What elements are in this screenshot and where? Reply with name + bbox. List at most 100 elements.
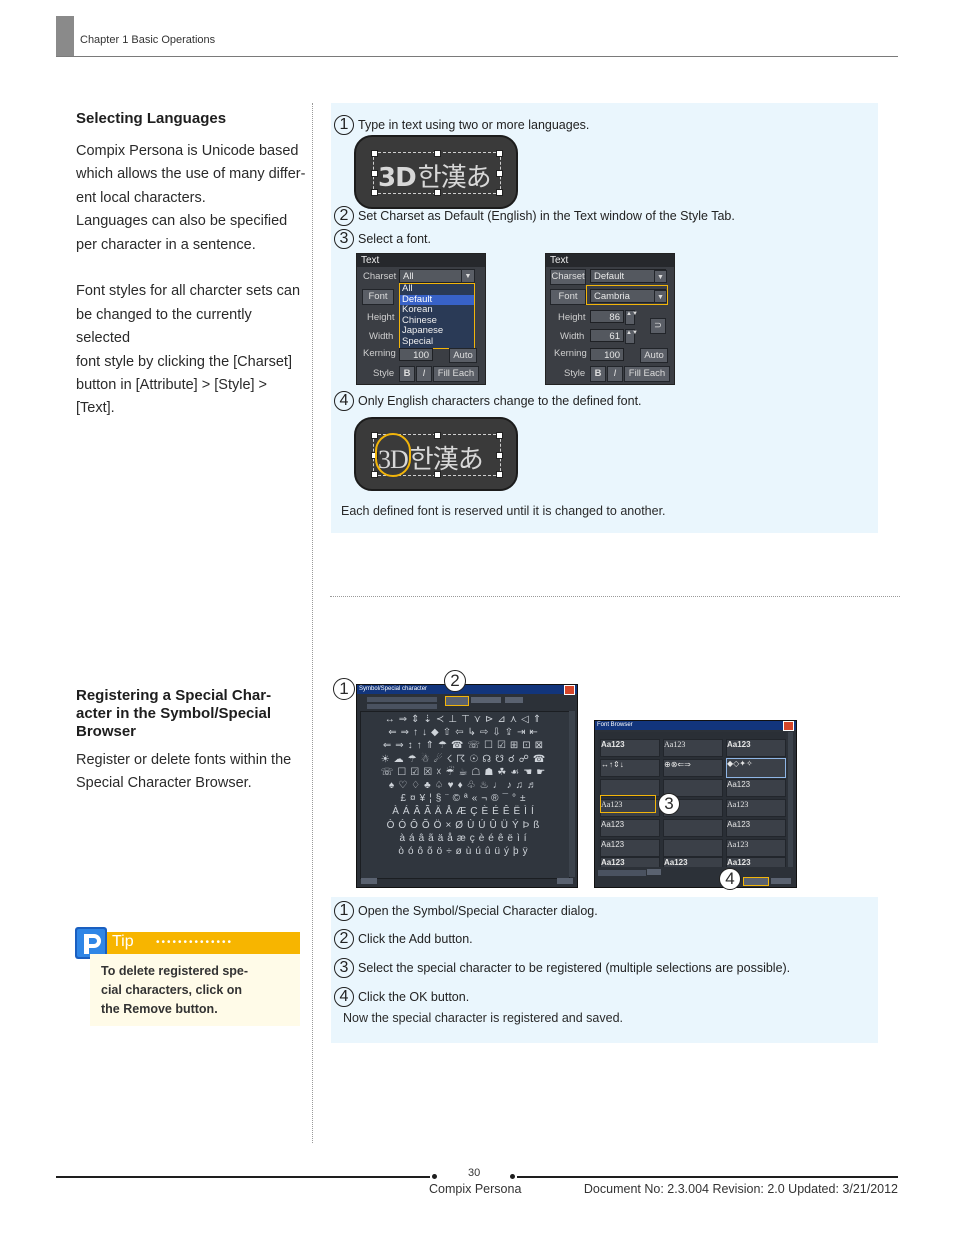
body-line: button in [Attribute] > [Style] > [Text]… [76, 377, 268, 417]
selection-handle [371, 471, 378, 478]
font-button[interactable]: Font [362, 289, 394, 305]
chevron-down-icon[interactable]: ▼ [654, 270, 667, 283]
symbol-row[interactable]: ÀÁÂÃÄÅÆÇÈÉÊËÌÍ [392, 806, 538, 818]
font-cell[interactable] [663, 819, 723, 837]
selection-handle [371, 452, 378, 459]
auto-button[interactable]: Auto [449, 348, 477, 363]
font-browser-scrollbar[interactable] [788, 732, 793, 867]
fill-each-button[interactable]: Fill Each [624, 366, 670, 382]
link-icon[interactable]: ⊃ [650, 318, 666, 334]
fill-each-button[interactable]: Fill Each [433, 366, 479, 382]
font-cell[interactable]: Aa123 [663, 857, 723, 867]
font-cell[interactable]: Aa123 [726, 819, 786, 837]
font-cell[interactable] [600, 779, 660, 797]
width-input[interactable]: 61 [590, 329, 624, 342]
kerning-input[interactable]: 100 [399, 348, 433, 361]
section-title-special: Registering a Special Char- acter in the… [76, 687, 296, 741]
sample-text: 3D한漢あ [378, 157, 492, 194]
dropdown-option[interactable]: Special [402, 335, 434, 347]
symbol-row[interactable]: ↔⇒⇕⇣≺⊥⊤⋎⊳⊿⋏◁⇑ [384, 714, 546, 725]
auto-button[interactable]: Auto [640, 348, 668, 363]
kerning-input[interactable]: 100 [590, 348, 624, 361]
font-cell[interactable]: Aa123 [600, 739, 660, 757]
bold-button[interactable]: B [399, 366, 415, 382]
footer-button[interactable] [361, 878, 377, 884]
font-cell[interactable]: ⊕⊗⇐⇒ [663, 759, 723, 777]
dropdown-option[interactable]: Chinese [402, 314, 437, 326]
font-cell[interactable] [663, 839, 723, 857]
font-cell[interactable]: Aa123 [726, 857, 786, 867]
callout-1: 1 [333, 678, 355, 700]
cancel-button[interactable] [771, 878, 791, 884]
tip-line: the Remove button. [101, 1002, 218, 1016]
width-stepper[interactable]: ▲▼ [625, 329, 638, 344]
close-icon[interactable] [783, 721, 794, 731]
category-field[interactable] [367, 704, 437, 709]
symbol-row[interactable]: £¤¥¦§¨©ª«¬®¯°± [400, 793, 530, 805]
font-browser-button[interactable] [647, 869, 661, 875]
chevron-down-icon[interactable]: ▼ [654, 290, 667, 303]
font-cell[interactable]: Aa123 [726, 779, 786, 797]
special-steps-panel [331, 897, 878, 1043]
symbol-row[interactable]: ⇐⇒↕↑⇑☂☎☏☐☑⊞⊡⊠ [382, 740, 548, 752]
selection-handle [434, 150, 441, 157]
step-text: Type in text using two or more languages… [358, 118, 590, 132]
font-browser-field[interactable] [598, 870, 646, 876]
step-1: 1 Open the Symbol/Special Character dial… [334, 901, 598, 921]
bold-button[interactable]: B [590, 366, 606, 382]
charset-dropdown-list[interactable]: All Default Korean Chinese Japanese Spec… [399, 283, 475, 349]
sub-field[interactable] [367, 697, 437, 702]
font-cell[interactable]: Aa123 [600, 857, 660, 867]
italic-button[interactable]: I [416, 366, 432, 382]
height-stepper[interactable]: ▲▼ [625, 310, 638, 325]
italic-button[interactable]: I [607, 366, 623, 382]
selected-character-highlight [600, 795, 656, 813]
symbol-grid-glyphs[interactable]: ↔⇒⇕⇣≺⊥⊤⋎⊳⊿⋏◁⇑ ⇐⇒↑↓◆⇧⇦↳⇨⇩⇪⇥⇤ ⇐⇒↕↑⇑☂☎☏☐☑⊞⊡… [361, 712, 569, 858]
font-cell[interactable]: Aa123 [726, 739, 786, 757]
font-cell[interactable]: Aa123 [726, 839, 786, 857]
symbol-row[interactable]: ♠♡♢♣♤♥♦♧♨♩♪♫♬ [388, 780, 542, 792]
remove-button[interactable] [471, 697, 501, 703]
font-cell-selected[interactable]: ◆◇✦✧ [726, 758, 786, 778]
charset-button[interactable]: Charset [550, 269, 586, 285]
symbol-row[interactable]: ÒÓÔÕÖ×ØÙÚÛÜÝÞß [386, 819, 544, 831]
font-cell[interactable]: Aa123 [600, 819, 660, 837]
step-text: Select the special character to be regis… [358, 961, 791, 975]
chevron-down-icon[interactable]: ▼ [461, 269, 475, 283]
selection-handle [496, 150, 503, 157]
symbol-row[interactable]: àáâãäåæçèéêëìí [399, 832, 531, 844]
footer-dot [432, 1174, 437, 1179]
step-2: 2 Set Charset as Default (English) in th… [334, 206, 735, 226]
body-line: Special Character Browser. [76, 775, 252, 792]
selection-handle [371, 150, 378, 157]
dropdown-option-selected[interactable]: Default [400, 294, 474, 305]
add-button[interactable] [445, 696, 469, 706]
dropdown-option[interactable]: Japanese [402, 325, 444, 336]
height-label: Height [558, 312, 586, 323]
symbol-row[interactable]: ☀☁☂☃☄☇☈☉☊☋☌☍☎ [380, 753, 550, 765]
ok-button[interactable] [557, 878, 573, 884]
dropdown-option[interactable]: All [402, 283, 413, 294]
register-ok-button[interactable] [743, 877, 769, 886]
symbol-row[interactable]: ☏☐☑☒☓☔☕☖☗☘☙☚☛ [380, 766, 550, 778]
symbol-row[interactable]: ⇐⇒↑↓◆⇧⇦↳⇨⇩⇪⇥⇤ [388, 727, 542, 739]
kerning-label: Kerning [363, 348, 396, 359]
font-select[interactable]: Cambria [590, 289, 666, 303]
font-cell[interactable]: Aa123 [726, 799, 786, 817]
toolbar-button[interactable] [505, 697, 523, 703]
font-button[interactable]: Font [550, 289, 586, 305]
height-input[interactable]: 86 [590, 310, 624, 323]
font-sample: Aa123 [727, 840, 749, 849]
body-line: Compix Persona is Unicode based [76, 143, 299, 159]
dropdown-option[interactable]: Korean [402, 304, 433, 315]
selection-handle [434, 471, 441, 478]
symbol-row[interactable]: òóôõö÷øùúûüýþÿ [398, 846, 532, 858]
font-sample: Aa123 [727, 800, 749, 809]
font-cell[interactable]: Aa123 [663, 739, 723, 757]
font-cell[interactable]: Aa123 [600, 839, 660, 857]
font-cell[interactable]: ↔↑⇕↓ [600, 759, 660, 777]
font-cell[interactable] [663, 779, 723, 797]
text-sample-before: 3D한漢あ [354, 135, 518, 209]
close-icon[interactable] [564, 685, 575, 695]
dialog-scrollbar[interactable] [569, 711, 575, 877]
